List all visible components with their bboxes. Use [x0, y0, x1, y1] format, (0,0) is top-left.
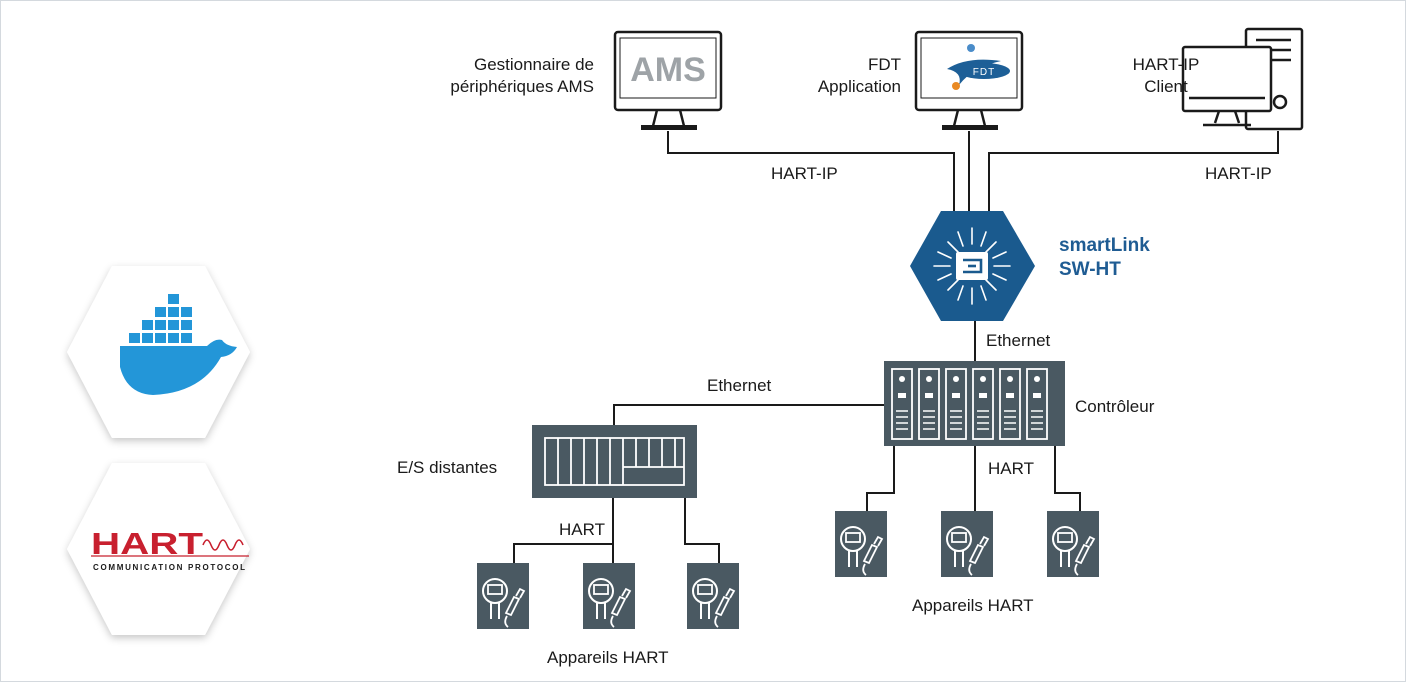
- client-label-line1: HART-IP: [1132, 55, 1200, 74]
- fdt-star-logo: [947, 44, 1010, 90]
- ethernet-gateway-label: Ethernet: [986, 331, 1051, 350]
- controller-label: Contrôleur: [1075, 397, 1155, 416]
- gateway-name-line2: SW-HT: [1059, 259, 1121, 280]
- ams-label-line2: périphériques AMS: [450, 77, 594, 96]
- docker-logo: [67, 266, 250, 438]
- ethernet-remote-label: Ethernet: [707, 376, 772, 395]
- field-devices-remote: [476, 562, 740, 630]
- gateway-name-line1: smartLink: [1059, 235, 1150, 256]
- ams-label: Gestionnaire de périphériques AMS: [421, 54, 594, 98]
- field-devices-controller: [834, 510, 1100, 578]
- hart-logo-tagline: COMMUNICATION PROTOCOL: [93, 563, 245, 572]
- gateway-name: smartLink SW-HT: [1059, 234, 1150, 282]
- fdt-logo-text: FDT: [973, 67, 995, 78]
- hart-logo: [67, 463, 250, 635]
- controller-icon: [884, 361, 1065, 446]
- client-label: HART-IP Client: [1106, 54, 1226, 98]
- ams-computer-icon: [613, 30, 723, 130]
- remote-io-icon: [532, 425, 697, 498]
- fdt-label: FDT Application: [781, 54, 901, 98]
- devices-remote-label: Appareils HART: [547, 648, 669, 667]
- remote-io-label: E/S distantes: [397, 458, 498, 477]
- client-computer-icon: [1181, 27, 1304, 131]
- smartlink-gateway-icon: [910, 211, 1035, 321]
- ams-screen-logo: AMS: [630, 51, 706, 89]
- fdt-label-line1: FDT: [867, 55, 901, 74]
- client-label-line2: Client: [1144, 77, 1188, 96]
- connection-lines: [513, 131, 1279, 563]
- fdt-label-line2: Application: [817, 77, 901, 96]
- fdt-computer-icon: [914, 30, 1024, 130]
- devices-controller-label: Appareils HART: [912, 596, 1034, 615]
- ams-label-line1: Gestionnaire de: [473, 55, 594, 74]
- hart-controller-label: HART: [988, 459, 1034, 478]
- hart-remote-label: HART: [559, 520, 605, 539]
- hartip-left-label: HART-IP: [771, 164, 838, 183]
- hartip-right-label: HART-IP: [1205, 164, 1272, 183]
- hart-logo-word: HART: [91, 526, 203, 561]
